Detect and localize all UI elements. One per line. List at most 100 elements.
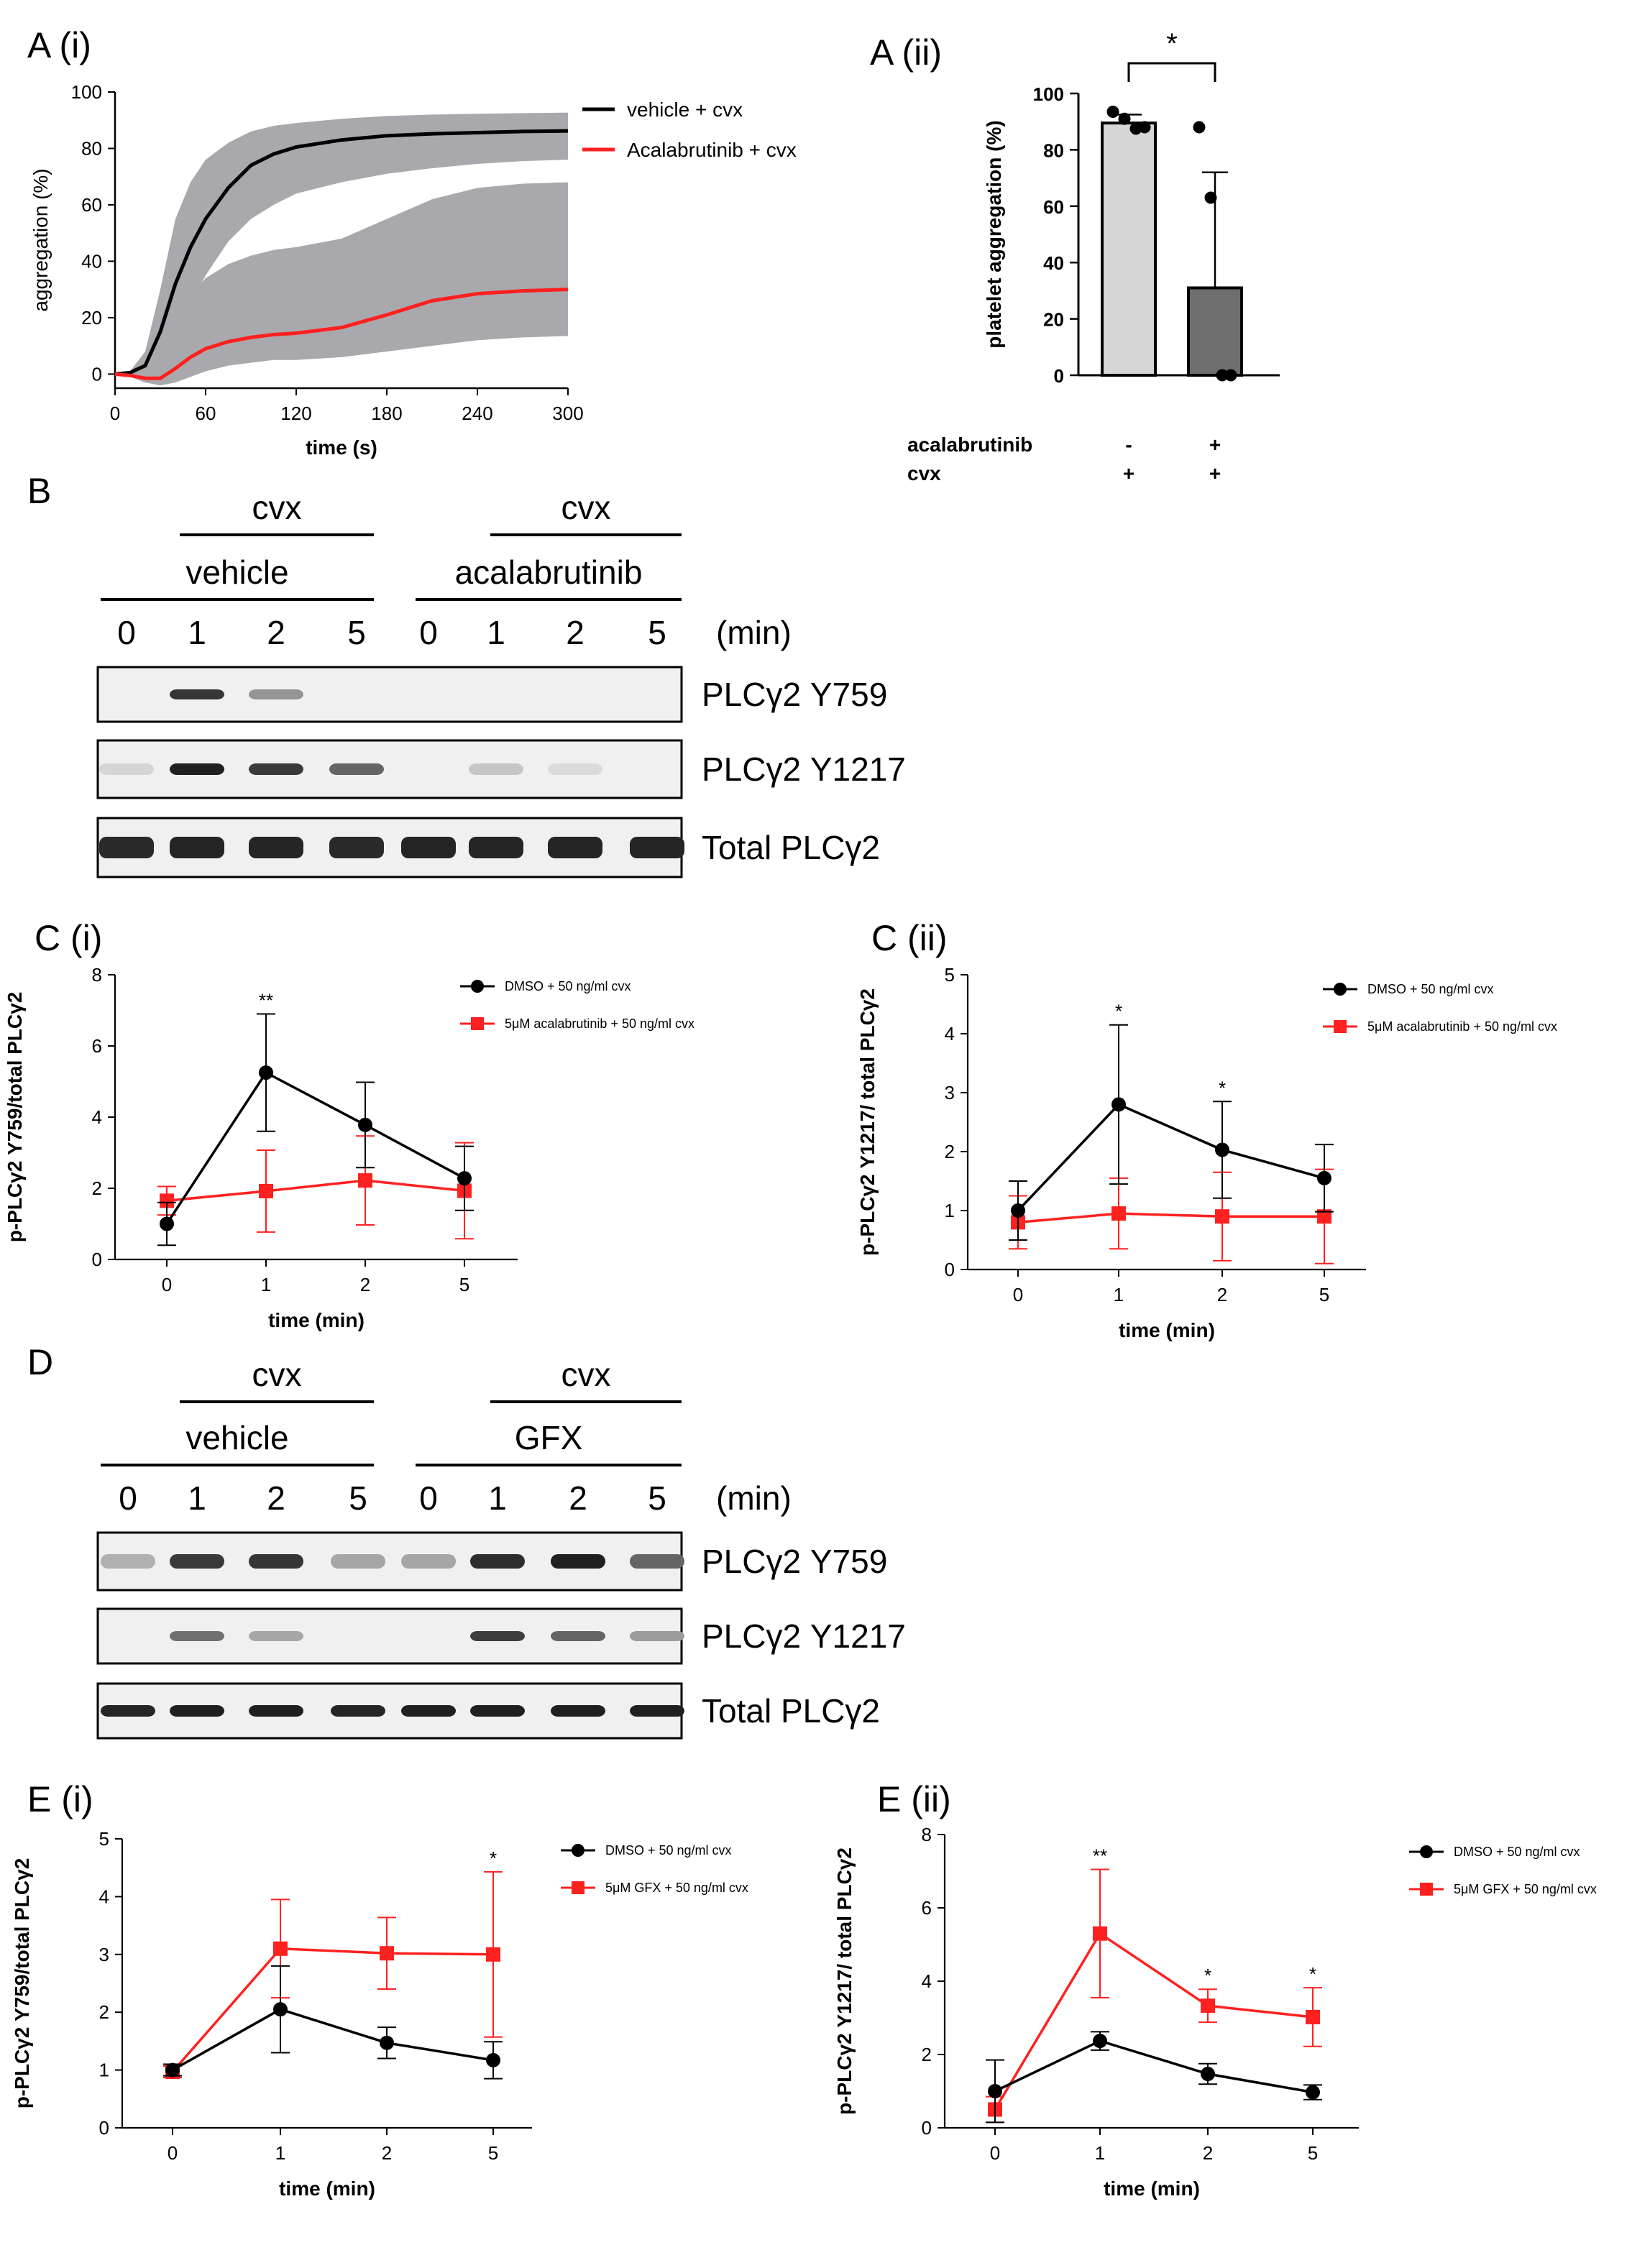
treatment-label: vehicle	[185, 1419, 288, 1456]
panel-label-e-ii: E (ii)	[877, 1779, 951, 1819]
y-tick-label: 0	[922, 2117, 932, 2139]
blot-row-label: Total PLCγ2	[702, 1692, 880, 1730]
data-point	[273, 2002, 288, 2017]
x-tick-label: 1	[275, 2142, 285, 2164]
y-tick-label: 6	[922, 1897, 932, 1919]
y-tick-label: 1	[945, 1200, 955, 1221]
blot-band	[401, 1705, 456, 1717]
blot-band	[551, 1554, 605, 1569]
x-axis-label: time (min)	[1119, 1319, 1215, 1341]
blot-band	[401, 1554, 456, 1569]
data-point	[1215, 1142, 1229, 1157]
x-tick-label: 1	[1095, 2142, 1105, 2164]
y-tick-label: 80	[1043, 139, 1064, 161]
lane-time-label: 0	[117, 614, 136, 651]
blot-band	[630, 1631, 684, 1641]
blot-band	[469, 763, 523, 775]
x-tick-label: 2	[1217, 1284, 1227, 1305]
x-axis-label: time (min)	[1104, 2177, 1200, 2200]
y-tick-label: 8	[92, 964, 102, 986]
x-tick-label: 2	[360, 1274, 370, 1295]
series-line-0	[114, 129, 569, 376]
y-tick-label: 4	[922, 1970, 932, 1992]
y-tick-label: 60	[81, 194, 102, 216]
series-line-0	[994, 2039, 1314, 2094]
lane-time-label: 1	[188, 614, 206, 651]
series-line-1	[1017, 1212, 1324, 1224]
y-axis-label: aggregation (%)	[29, 168, 52, 311]
data-point	[1111, 1097, 1126, 1112]
significance-marker: *	[490, 1847, 497, 1869]
x-tick-label: 0	[990, 2142, 1000, 2164]
blot-band	[551, 1631, 605, 1641]
x-tick-label: 5	[1319, 1284, 1329, 1305]
blot-band	[170, 837, 224, 858]
x-tick-label: 2	[1203, 2142, 1213, 2164]
blot-band	[249, 689, 303, 699]
blot-band	[170, 689, 224, 699]
legend-marker	[1334, 983, 1347, 996]
data-point	[1317, 1170, 1331, 1185]
legend-label-0: DMSO + 50 ng/ml cvx	[1454, 1845, 1580, 1859]
blot-band	[101, 1705, 155, 1717]
data-point	[160, 1193, 174, 1208]
x-tick-label: 0	[110, 403, 120, 424]
lane-time-label: 0	[419, 614, 438, 651]
blot-row-label: PLCγ2 Y759	[702, 1543, 887, 1580]
lane-time-label: 2	[566, 614, 585, 651]
blot-band	[470, 1705, 525, 1717]
blot-band	[249, 1631, 303, 1641]
y-tick-label: 20	[81, 307, 102, 329]
treatment-group-label: cvx	[561, 489, 611, 526]
y-tick-label: 0	[99, 2117, 109, 2139]
lane-time-label: 5	[648, 614, 666, 651]
legend-label-1: 5μM acalabrutinib + 50 ng/ml cvx	[1367, 1019, 1557, 1034]
bar-1	[1187, 286, 1243, 377]
lane-time-label: 0	[119, 1479, 137, 1517]
y-tick-label: 2	[92, 1177, 102, 1199]
error-band-0	[115, 112, 568, 375]
condition-sign: +	[1209, 462, 1221, 485]
blot-band	[249, 763, 303, 775]
y-tick-label: 3	[99, 1944, 109, 1965]
lane-time-label: 5	[349, 1479, 367, 1517]
y-axis-label: p-PLCγ2 Y759/total PLCγ2	[11, 1858, 33, 2109]
blot-row-label: Total PLCγ2	[702, 829, 880, 866]
y-tick-label: 0	[945, 1259, 955, 1280]
legend-label-0: DMSO + 50 ng/ml cvx	[605, 1843, 732, 1858]
data-point	[1204, 191, 1217, 204]
blot-band	[401, 837, 456, 858]
x-tick-label: 300	[552, 403, 583, 424]
lane-time-label: 5	[648, 1479, 666, 1517]
legend-marker	[1420, 1883, 1433, 1896]
data-point	[380, 2035, 394, 2050]
data-point	[457, 1171, 472, 1186]
time-unit-label: (min)	[716, 1479, 792, 1517]
y-tick-label: 4	[99, 1886, 109, 1907]
data-point	[273, 1941, 288, 1956]
blot-band	[99, 837, 154, 858]
blot-band	[630, 1554, 684, 1569]
blot-band	[249, 1705, 303, 1717]
data-point	[1224, 369, 1237, 382]
y-axis-label: p-PLCγ2 Y1217/ total PLCγ2	[856, 988, 879, 1256]
y-tick-label: 20	[1043, 309, 1064, 331]
y-tick-label: 60	[1043, 196, 1064, 218]
data-point	[380, 1946, 394, 1961]
legend-marker	[471, 980, 484, 993]
lane-time-label: 2	[267, 1479, 285, 1517]
panel-label-e-i: E (i)	[27, 1779, 93, 1819]
blot-band	[170, 763, 224, 775]
y-tick-label: 2	[945, 1141, 955, 1162]
blot-band	[329, 837, 384, 858]
panel-label-d: D	[27, 1342, 53, 1382]
y-axis-label: p-PLCγ2 Y759/total PLCγ2	[4, 992, 26, 1243]
panel-label-c-ii: C (ii)	[871, 918, 948, 958]
blot-band	[551, 1705, 605, 1717]
series-line-1	[171, 1947, 494, 2073]
blot-band	[470, 1554, 525, 1569]
